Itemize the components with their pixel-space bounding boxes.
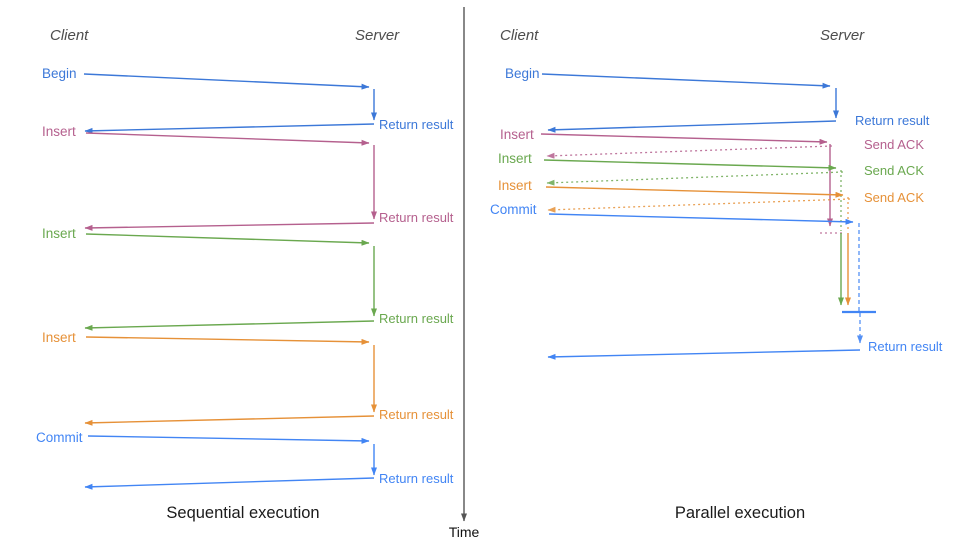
- par-begin-return-arrow: [547, 120, 837, 133]
- par-op-insert2-label: Insert: [498, 151, 532, 166]
- par-op-begin-label: Begin: [505, 66, 540, 81]
- par-insert3-ack-arrow: [547, 198, 851, 213]
- par-op-commit-label: Commit: [490, 202, 537, 217]
- seq-insert3-response-label: Return result: [379, 407, 454, 422]
- panel-sequential: Client Server Begin Return result Insert…: [36, 27, 454, 522]
- seq-insert2-request-arrow: [85, 233, 370, 246]
- seq-insert1-request-arrow: [85, 132, 370, 146]
- par-final-return-arrow: [547, 349, 861, 360]
- seq-insert1-response-label: Return result: [379, 210, 454, 225]
- par-insert3-request-arrow: [545, 186, 844, 198]
- sequential-server-header: Server: [355, 27, 400, 44]
- seq-begin-return-arrow: [84, 123, 375, 134]
- seq-insert2-return-arrow: [84, 320, 375, 331]
- seq-op-insert2-label: Insert: [42, 226, 76, 241]
- time-axis-label: Time: [449, 524, 480, 540]
- seq-op-commit-label: Commit: [36, 430, 83, 445]
- par-begin-request-arrow: [541, 73, 831, 89]
- par-commit-request-arrow: [548, 213, 854, 225]
- seq-commit-request-arrow: [87, 435, 370, 444]
- parallel-caption: Parallel execution: [675, 504, 805, 522]
- sequential-client-header: Client: [50, 27, 89, 44]
- time-axis: Time: [449, 7, 480, 540]
- seq-insert3-request-arrow: [85, 336, 370, 345]
- seq-begin-request-arrow: [83, 73, 370, 90]
- seq-insert1-return-arrow: [84, 222, 375, 231]
- par-insert1-request-arrow: [540, 133, 828, 145]
- par-insert1-ack-arrow: [546, 145, 833, 159]
- seq-op-begin-label: Begin: [42, 66, 77, 81]
- seq-begin-response-label: Return result: [379, 117, 454, 132]
- seq-op-insert1-label: Insert: [42, 124, 76, 139]
- par-insert2-ack-arrow: [546, 171, 844, 186]
- sequential-caption: Sequential execution: [166, 504, 319, 522]
- par-final-response-label: Return result: [868, 339, 943, 354]
- seq-commit-response-label: Return result: [379, 471, 454, 486]
- panel-parallel: Client Server Begin Return result Insert…: [490, 27, 943, 522]
- parallel-server-header: Server: [820, 27, 865, 44]
- parallel-client-header: Client: [500, 27, 539, 44]
- par-op-insert3-label: Insert: [498, 178, 532, 193]
- par-insert2-ack-label: Send ACK: [864, 163, 924, 178]
- seq-insert2-response-label: Return result: [379, 311, 454, 326]
- par-insert3-ack-label: Send ACK: [864, 190, 924, 205]
- seq-op-insert3-label: Insert: [42, 330, 76, 345]
- par-begin-response-label: Return result: [855, 113, 930, 128]
- seq-insert3-return-arrow: [84, 415, 375, 426]
- par-insert1-ack-label: Send ACK: [864, 137, 924, 152]
- seq-commit-return-arrow: [84, 477, 375, 490]
- par-op-insert1-label: Insert: [500, 127, 534, 142]
- par-insert2-request-arrow: [543, 159, 837, 171]
